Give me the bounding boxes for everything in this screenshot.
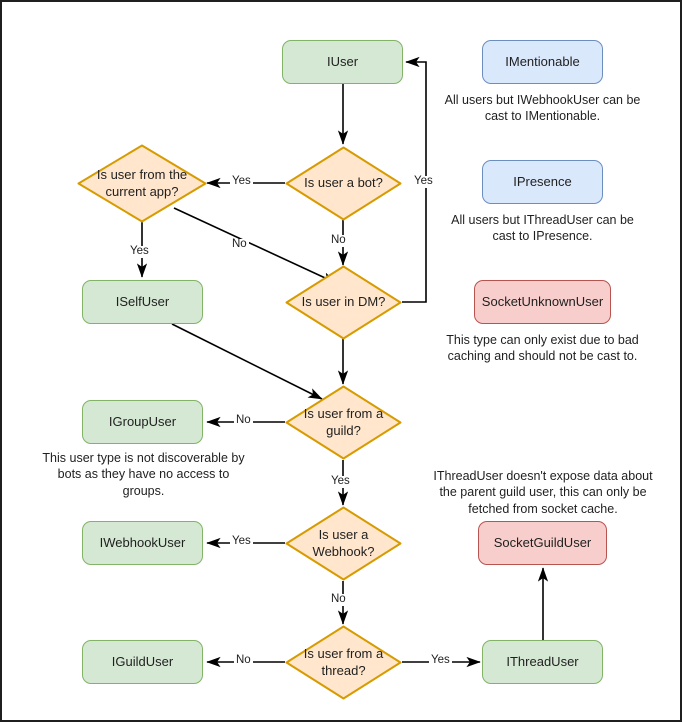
node-iselfuser[interactable]: ISelfUser: [82, 280, 203, 324]
node-iselfuser-label: ISelfUser: [115, 293, 170, 309]
node-socketguilduser[interactable]: SocketGuildUser: [478, 521, 607, 565]
node-ipresence[interactable]: IPresence: [482, 160, 603, 204]
edge-label-thread-yes: Yes: [429, 654, 452, 667]
node-iguilduser-label: IGuildUser: [111, 653, 174, 669]
node-is-user-in-dm-label: Is user in DM?: [301, 294, 386, 310]
note-socketguilduser: IThreadUser doesn't expose data about th…: [433, 469, 653, 516]
node-is-user-in-dm[interactable]: Is user in DM?: [285, 265, 402, 340]
node-is-user-from-a-guild-label: Is user from a guild?: [303, 406, 384, 438]
diamond-shape-is-user-from-current-app: [77, 144, 207, 223]
node-is-user-from-a-thread[interactable]: Is user from a thread?: [285, 625, 402, 700]
node-ipresence-label: IPresence: [513, 173, 572, 189]
edge-label-webhook-no: No: [329, 593, 348, 606]
edge-label-guild-no: No: [234, 414, 253, 427]
edge-label-bot-no: No: [329, 234, 348, 247]
node-ithreaduser-label: IThreadUser: [506, 653, 579, 669]
diamond-shape-is-user-in-dm: [285, 265, 402, 340]
node-is-user-from-a-thread-label: Is user from a thread?: [303, 646, 384, 678]
node-iwebhookuser[interactable]: IWebhookUser: [82, 521, 203, 565]
node-socketguilduser-label: SocketGuildUser: [493, 534, 592, 550]
note-socketunknownuser: This type can only exist due to bad cach…: [446, 333, 639, 364]
node-is-user-from-a-guild[interactable]: Is user from a guild?: [285, 385, 402, 460]
note-igroupuser: This user type is not discoverable by bo…: [42, 451, 245, 498]
node-igroupuser[interactable]: IGroupUser: [82, 400, 203, 444]
node-is-user-a-bot[interactable]: Is user a bot?: [285, 146, 402, 221]
edge-label-app-no: No: [230, 238, 249, 251]
edge-label-bot-yes: Yes: [230, 175, 253, 188]
node-iuser[interactable]: IUser: [282, 40, 403, 84]
node-socketunknownuser-label: SocketUnknownUser: [481, 293, 604, 309]
node-is-user-a-webhook-label: Is user a Webhook?: [312, 527, 375, 559]
node-igroupuser-label: IGroupUser: [108, 413, 177, 429]
node-is-user-a-webhook[interactable]: Is user a Webhook?: [285, 506, 402, 581]
node-socketunknownuser[interactable]: SocketUnknownUser: [474, 280, 611, 324]
edge-label-dm-yes: Yes: [412, 175, 435, 188]
node-is-user-from-current-app[interactable]: Is user from the current app?: [77, 144, 207, 223]
node-ithreaduser[interactable]: IThreadUser: [482, 640, 603, 684]
edge-label-webhook-yes: Yes: [230, 535, 253, 548]
diamond-shape-is-user-from-a-thread: [285, 625, 402, 700]
edge-label-thread-no: No: [234, 654, 253, 667]
diamond-shape-is-user-from-a-guild: [285, 385, 402, 460]
note-imentionable: All users but IWebhookUser can be cast t…: [444, 93, 641, 124]
node-iuser-label: IUser: [326, 53, 359, 69]
diamond-shape-is-user-a-bot: [285, 146, 402, 221]
edge-label-app-yes: Yes: [128, 245, 151, 258]
node-imentionable[interactable]: IMentionable: [482, 40, 603, 84]
diamond-shape-is-user-a-webhook: [285, 506, 402, 581]
note-ipresence: All users but IThreadUser can be cast to…: [451, 213, 634, 244]
edge-label-guild-yes: Yes: [329, 475, 352, 488]
node-imentionable-label: IMentionable: [505, 53, 580, 69]
node-is-user-a-bot-label: Is user a bot?: [304, 175, 383, 191]
node-is-user-from-current-app-label: Is user from the current app?: [96, 167, 188, 199]
node-iguilduser[interactable]: IGuildUser: [82, 640, 203, 684]
node-iwebhookuser-label: IWebhookUser: [99, 534, 186, 550]
